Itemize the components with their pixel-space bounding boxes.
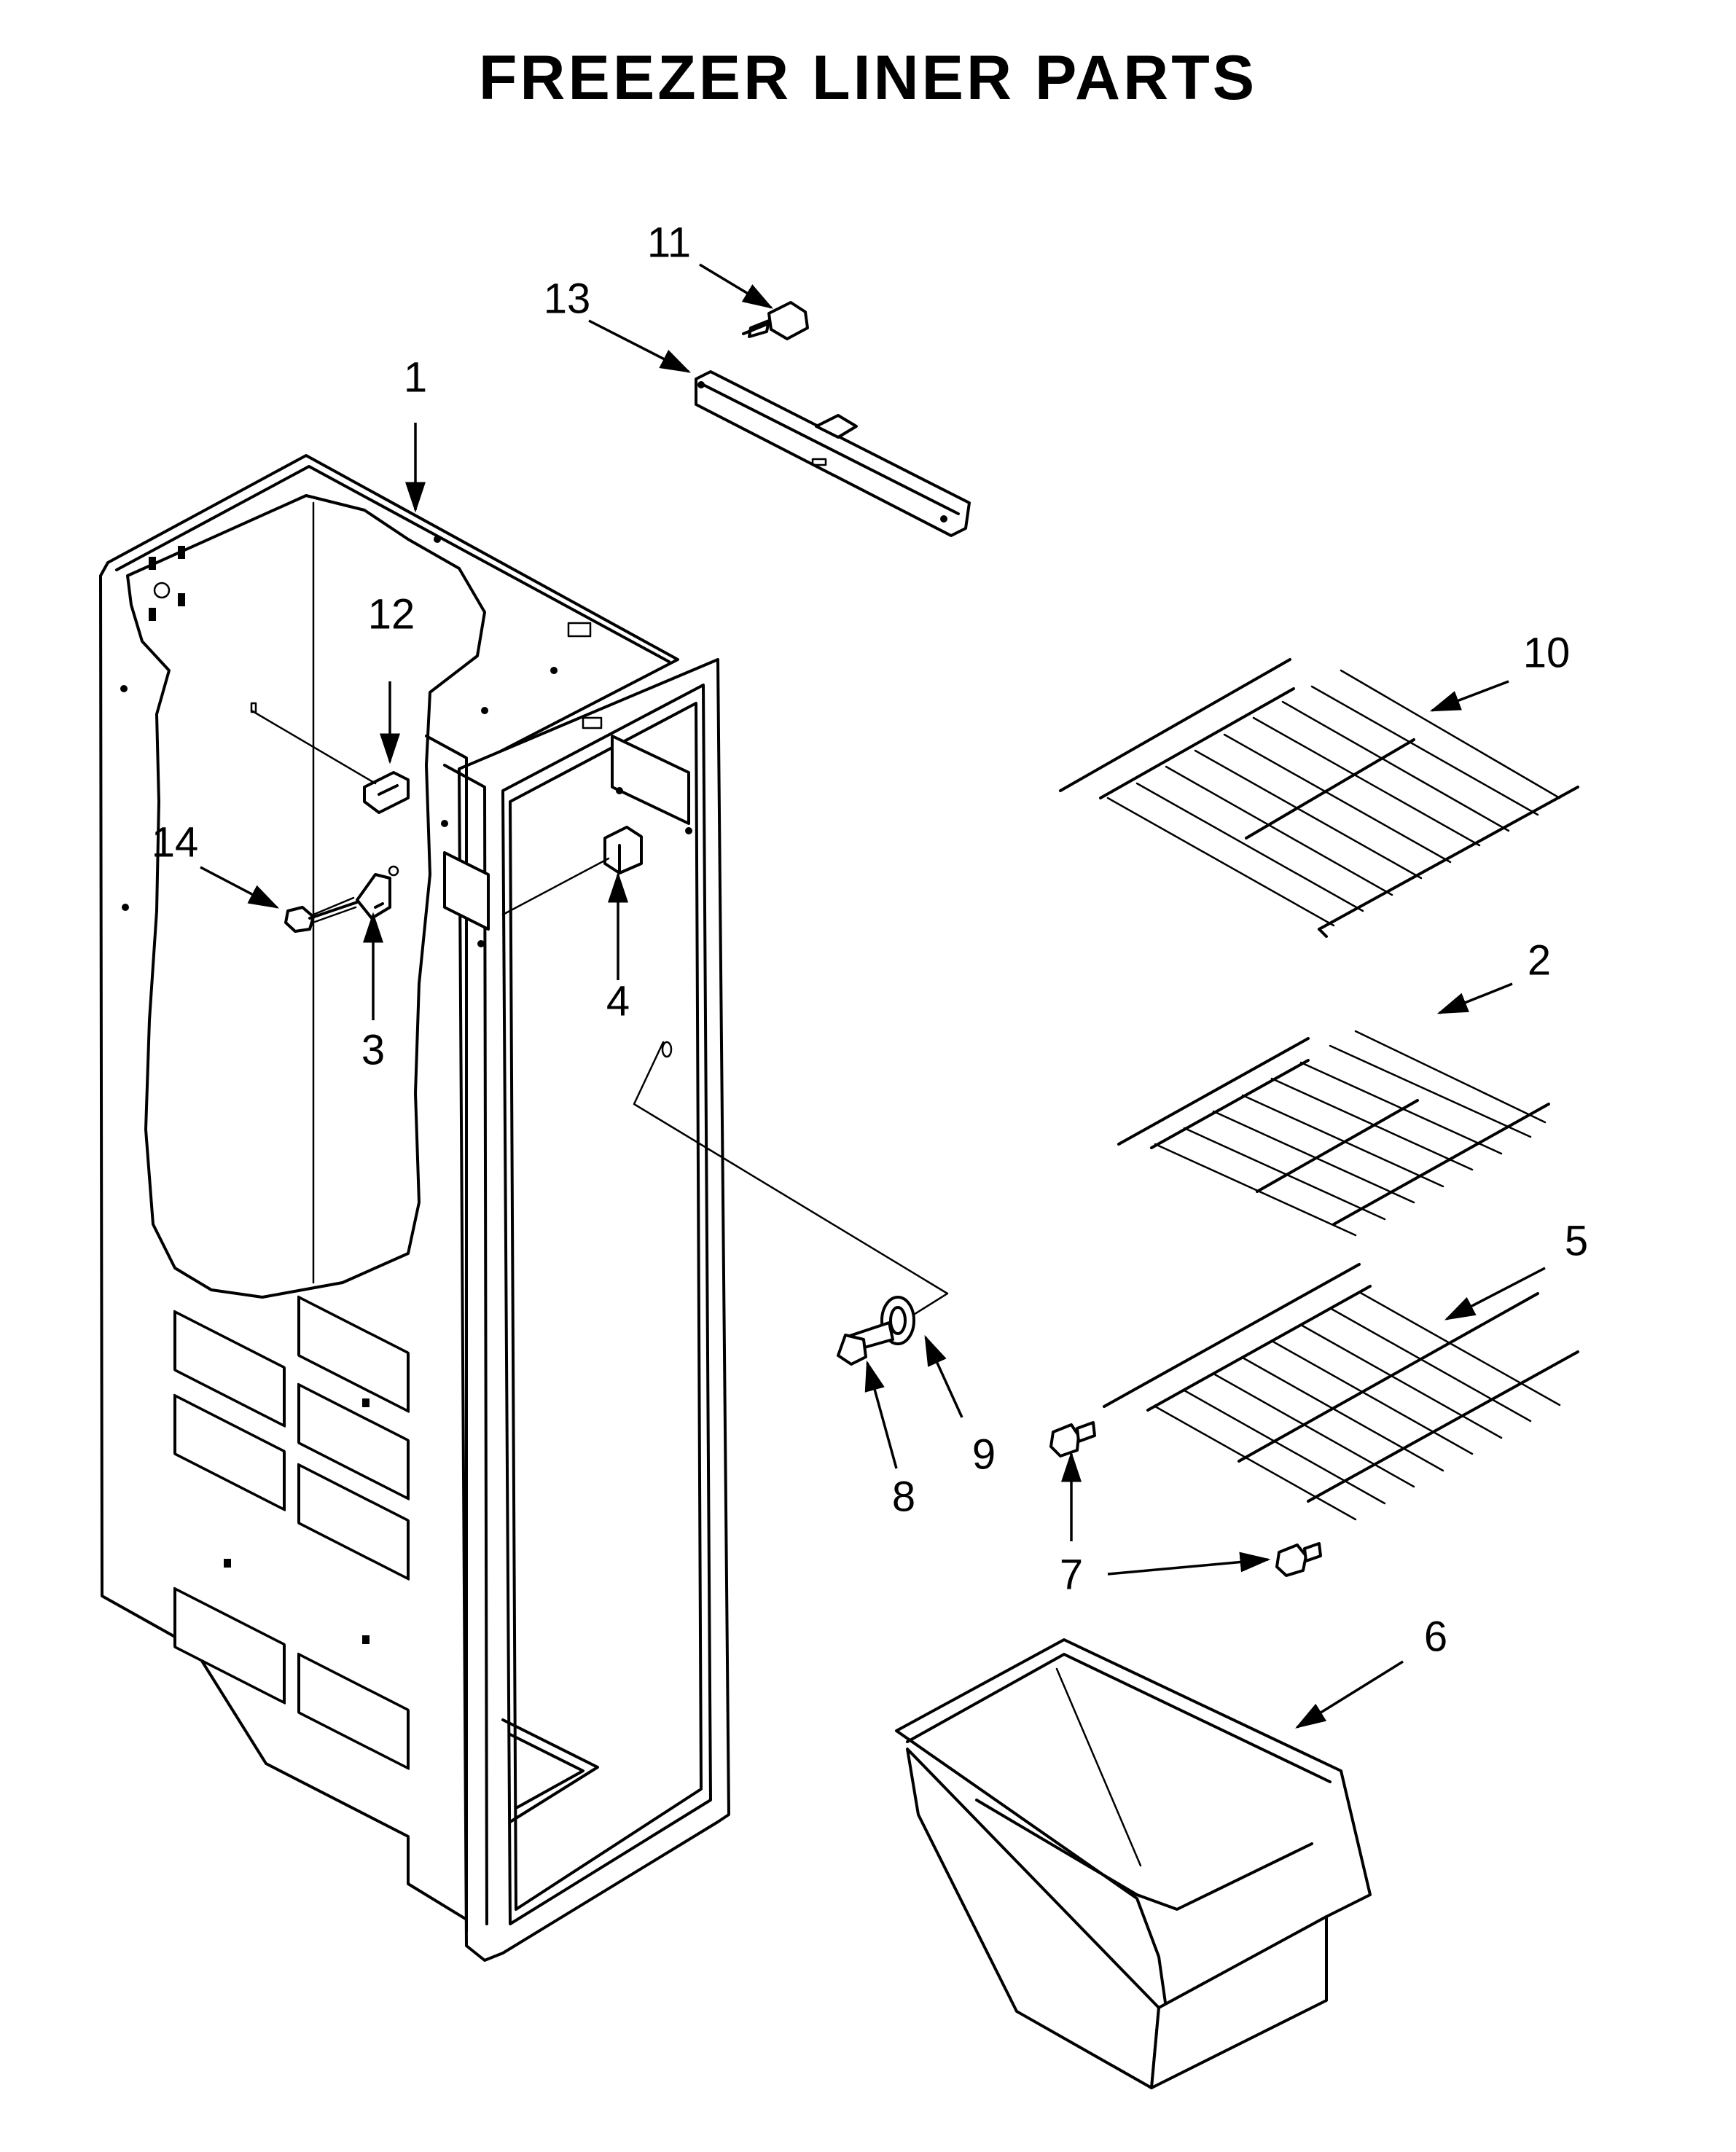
callout-8: 8 — [892, 1473, 915, 1520]
part-12-clip-drawing — [250, 709, 410, 814]
roller-assembly-drawing — [633, 1041, 949, 1366]
leader-9 — [924, 1334, 963, 1418]
shelf-10-drawing — [1059, 658, 1579, 938]
shelf-stop-left-drawing — [1049, 1421, 1096, 1458]
leader-7b — [1107, 1552, 1271, 1576]
shelf-2-drawing — [1117, 1030, 1550, 1237]
leader-5 — [1444, 1267, 1546, 1320]
part-4-support-drawing — [501, 826, 643, 916]
callout-14: 14 — [152, 818, 199, 866]
top-bracket-drawing — [695, 370, 971, 537]
shelf-stop-right-drawing — [1275, 1542, 1322, 1577]
part-14-screw-drawing — [284, 896, 359, 933]
freezer-liner-drawing — [99, 454, 730, 1962]
leader-2 — [1436, 982, 1513, 1014]
callout-12: 12 — [368, 590, 415, 638]
callout-2: 2 — [1528, 936, 1551, 984]
shelf-5-drawing — [1103, 1263, 1579, 1521]
leader-6 — [1295, 1660, 1404, 1729]
callout-9: 9 — [972, 1431, 996, 1478]
callout-3: 3 — [361, 1026, 385, 1073]
callout-6: 6 — [1424, 1613, 1447, 1660]
leader-10 — [1429, 680, 1509, 712]
leader-11 — [699, 263, 773, 309]
callout-labels: 1 2 3 4 5 6 7 7 8 9 10 11 12 13 14 — [152, 219, 1588, 1660]
callout-1: 1 — [404, 353, 427, 401]
leader-13 — [588, 319, 692, 373]
callout-10: 10 — [1523, 629, 1571, 676]
leader-14 — [200, 866, 280, 909]
callout-4: 4 — [606, 977, 630, 1025]
leader-lines — [200, 263, 1546, 1729]
callout-13: 13 — [544, 275, 591, 322]
callout-7a: 7 — [1060, 1551, 1083, 1598]
leader-8 — [864, 1360, 898, 1469]
freezer-bin-drawing — [895, 1638, 1372, 2089]
bracket-screw-drawing — [742, 301, 809, 340]
callout-5: 5 — [1565, 1217, 1588, 1264]
callout-11: 11 — [647, 219, 691, 266]
diagram-title: FREEZER LINER PARTS — [478, 43, 1258, 113]
